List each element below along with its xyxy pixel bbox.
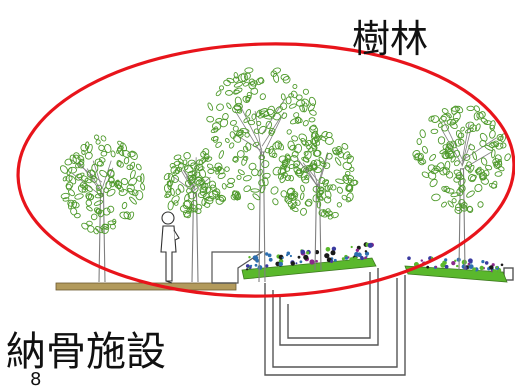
forest-label: 樹林	[352, 17, 429, 61]
standing-person-icon	[160, 211, 180, 284]
green-slope-left	[241, 257, 377, 280]
forest-highlight-ellipse	[16, 42, 515, 298]
tree-group	[59, 67, 511, 283]
tree-1-icon	[59, 134, 146, 283]
ossuary-structure	[264, 267, 514, 376]
tree-4-icon	[277, 130, 359, 271]
planter-box	[211, 251, 264, 284]
flower-bed	[245, 242, 504, 274]
tree-2-icon	[163, 150, 227, 283]
page-number: 8	[30, 369, 42, 390]
tree-5-icon	[412, 105, 511, 271]
ossuary-label: 納骨施設	[6, 329, 166, 375]
